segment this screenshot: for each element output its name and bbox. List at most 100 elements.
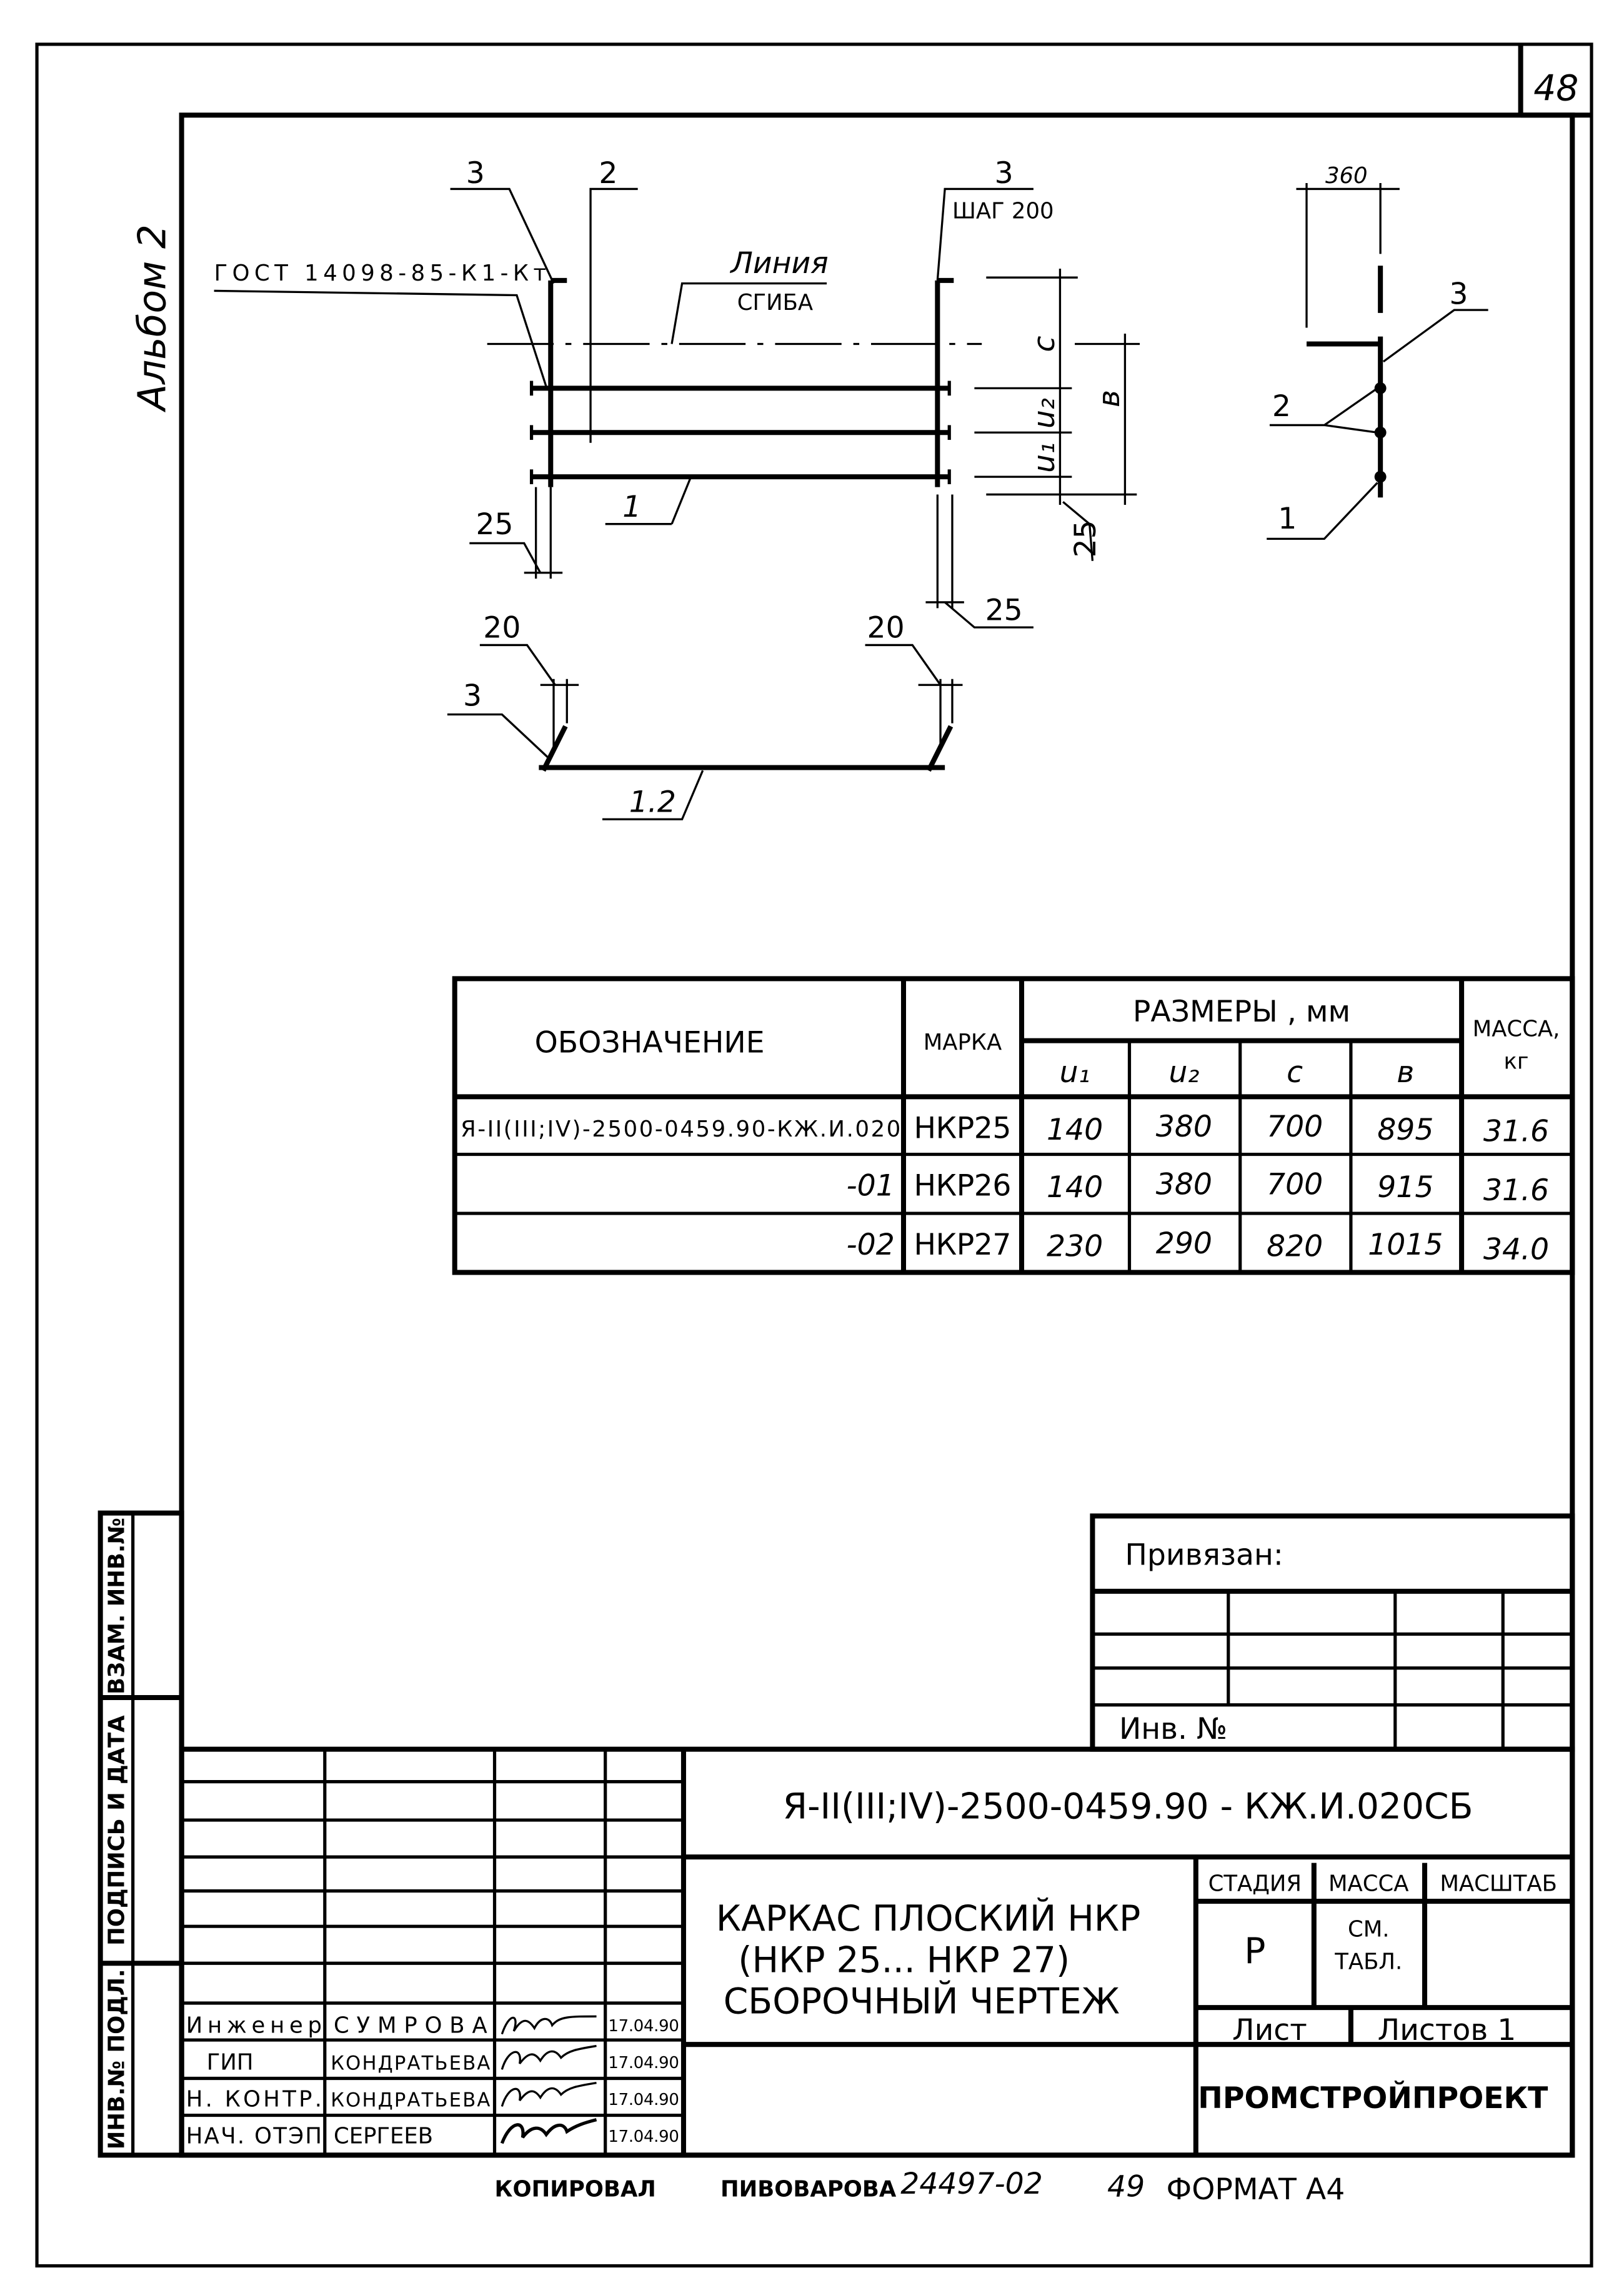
drawing-name-1: КАРКАС ПЛОСКИЙ НКР (716, 1897, 1140, 1939)
signature-role: ГИП (207, 2049, 254, 2075)
plan-pos-1: 1 (622, 490, 641, 524)
bent-pos-3: 3 (463, 679, 482, 713)
signature-row: Инженер СУМРОВА 17.04.90 (186, 2012, 679, 2038)
sheet-label: Лист (1232, 2013, 1307, 2047)
section-pos-1: 1 (1278, 502, 1297, 536)
page-number: 48 (1533, 68, 1578, 109)
header-sizes: РАЗМЕРЫ , мм (1133, 995, 1350, 1029)
section-pos-3: 3 (1449, 277, 1468, 312)
table-row: Я-II(III;IV)-2500-0459.90-КЖ.И.020 НКР25… (461, 1110, 1549, 1148)
cell-u2: 290 (1156, 1226, 1212, 1261)
spec-table: ОБОЗНАЧЕНИЕ МАРКА РАЗМЕРЫ , мм МАССА, кг… (452, 976, 1575, 1275)
signature-row: НАЧ. ОТЭП СЕРГЕЕВ 17.04.90 (186, 2118, 679, 2149)
signature-scribble (501, 2015, 597, 2035)
cell-mass: 34.0 (1483, 1232, 1549, 1266)
signature-name: СУМРОВА (334, 2012, 487, 2038)
signature-scribble (501, 2081, 597, 2107)
header-c: с (1287, 1055, 1303, 1090)
signature-name: СЕРГЕЕВ (334, 2123, 433, 2149)
cell-c: 700 (1267, 1167, 1323, 1201)
footer-sheet-no: 49 (1107, 2170, 1145, 2204)
bent-dim-20-right: 20 (867, 611, 905, 645)
table-row: -02 НКР27 230 290 820 1015 34.0 (847, 1226, 1550, 1266)
signature-row: ГИП КОНДРАТЬЕВА 17.04.90 (207, 2044, 679, 2075)
signature-scribble (501, 2044, 597, 2070)
cell-designation: -02 (847, 1228, 895, 1262)
plan-dim-u2: u₂ (1027, 398, 1062, 429)
plan-dim-25-left: 25 (476, 507, 513, 542)
plan-dim-b: в (1092, 390, 1127, 407)
cell-designation: Я-II(III;IV)-2500-0459.90-КЖ.И.020 (461, 1117, 900, 1142)
mass-value-2: ТАБЛ. (1334, 1949, 1402, 1975)
cell-c: 700 (1267, 1110, 1323, 1144)
signature-name: КОНДРАТЬЕВА (331, 2089, 490, 2111)
cell-b: 915 (1377, 1170, 1433, 1205)
plan-dim-c: с (1027, 336, 1062, 352)
stage-label: СТАДИЯ (1208, 1871, 1302, 1896)
cell-u1: 140 (1047, 1113, 1103, 1147)
plan-gost: ГОСТ 14098-85-К1-Кт (214, 261, 547, 286)
doc-number: Я-II(III;IV)-2500-0459.90 - КЖ.И.020СБ (783, 1786, 1473, 1828)
cell-u1: 140 (1047, 1170, 1103, 1205)
title-block: Инженер СУМРОВА 17.04.90 ГИП КОНДРАТЬЕВА… (179, 1746, 1575, 2158)
cell-u2: 380 (1156, 1110, 1212, 1144)
binding-block: Привязан: Инв. № (1090, 1513, 1575, 1752)
drawing-name-3: СБОРОЧНЫЙ ЧЕРТЕЖ (724, 1980, 1120, 2022)
binding-title: Привязан: (1125, 1538, 1283, 1572)
cell-mark: НКР25 (914, 1112, 1012, 1146)
album-label: Альбом 2 (131, 224, 175, 413)
plan-bend-line-2: СГИБА (737, 290, 813, 316)
cell-u2: 380 (1156, 1167, 1212, 1201)
section-pos-2: 2 (1272, 389, 1291, 424)
cell-mass: 31.6 (1483, 1173, 1549, 1208)
plan-dim-25-right: 25 (985, 593, 1023, 627)
plan-view (214, 187, 1140, 629)
footer-order-no: 24497-02 (900, 2167, 1042, 2201)
signature-name: КОНДРАТЬЕВА (331, 2052, 490, 2074)
cell-u1: 230 (1047, 1230, 1103, 1264)
plan-pos-3-left: 3 (466, 156, 485, 191)
stamp-inv-podl: ИНВ.№ ПОДЛ. (104, 1969, 129, 2149)
signature-role: Н. КОНТР. (186, 2086, 322, 2112)
cell-mark: НКР26 (914, 1169, 1012, 1203)
organization: ПРОМСТРОЙПРОЕКТ (1198, 2080, 1548, 2116)
plan-dim-u1: u₁ (1027, 442, 1062, 473)
cell-b: 895 (1377, 1113, 1433, 1147)
stamp-signature-date: ПОДПИСЬ И ДАТА (104, 1715, 129, 1946)
sheets-label: Листов 1 (1378, 2013, 1517, 2047)
signature-role: НАЧ. ОТЭП (186, 2123, 322, 2149)
footer-copied-by: ПИВОВАРОВА (720, 2177, 897, 2202)
signature-date: 17.04.90 (608, 2017, 679, 2036)
mass-value-1: СМ. (1348, 1917, 1390, 1942)
table-row: -01 НКР26 140 380 700 915 31.6 (847, 1167, 1550, 1207)
header-mass-1: МАССА, (1473, 1017, 1560, 1042)
footer-copied-label: КОПИРОВАЛ (495, 2177, 656, 2202)
signature-scribble (500, 2118, 597, 2144)
bent-dim-20-left: 20 (483, 611, 521, 645)
binding-inv-no: Инв. № (1119, 1712, 1227, 1746)
header-mass-2: кг (1504, 1049, 1529, 1075)
cell-c: 820 (1267, 1230, 1323, 1264)
side-stamp: ВЗАМ. ИНВ.№ ПОДПИСЬ И ДАТА ИНВ.№ ПОДЛ. (97, 1510, 184, 2158)
footer-format: ФОРМАТ А4 (1167, 2172, 1345, 2207)
section-dim-360: 360 (1325, 163, 1368, 189)
mass-label: МАССА (1328, 1871, 1409, 1896)
drawing-name-2: (НКР 25... НКР 27) (738, 1939, 1070, 1981)
scale-label: МАСШТАБ (1440, 1871, 1557, 1896)
plan-dim-25-bottom: 25 (1069, 520, 1103, 557)
stamp-vzam-inv: ВЗАМ. ИНВ.№ (104, 1518, 129, 1694)
plan-bend-line-1: Линия (729, 246, 828, 281)
cell-mark: НКР27 (914, 1228, 1012, 1262)
signature-row: Н. КОНТР. КОНДРАТЬЕВА 17.04.90 (186, 2081, 679, 2112)
header-designation: ОБОЗНАЧЕНИЕ (535, 1026, 765, 1060)
footer: КОПИРОВАЛ ПИВОВАРОВА 24497-02 49 ФОРМАТ … (495, 2167, 1345, 2207)
cell-mass: 31.6 (1483, 1114, 1549, 1148)
signature-date: 17.04.90 (608, 2054, 679, 2072)
stage-value: Р (1244, 1931, 1265, 1972)
header-mark: МАРКА (924, 1030, 1002, 1055)
cell-b: 1015 (1368, 1228, 1443, 1262)
bent-view (447, 644, 963, 820)
signature-date: 17.04.90 (608, 2127, 679, 2146)
plan-pos-2: 2 (599, 156, 617, 191)
